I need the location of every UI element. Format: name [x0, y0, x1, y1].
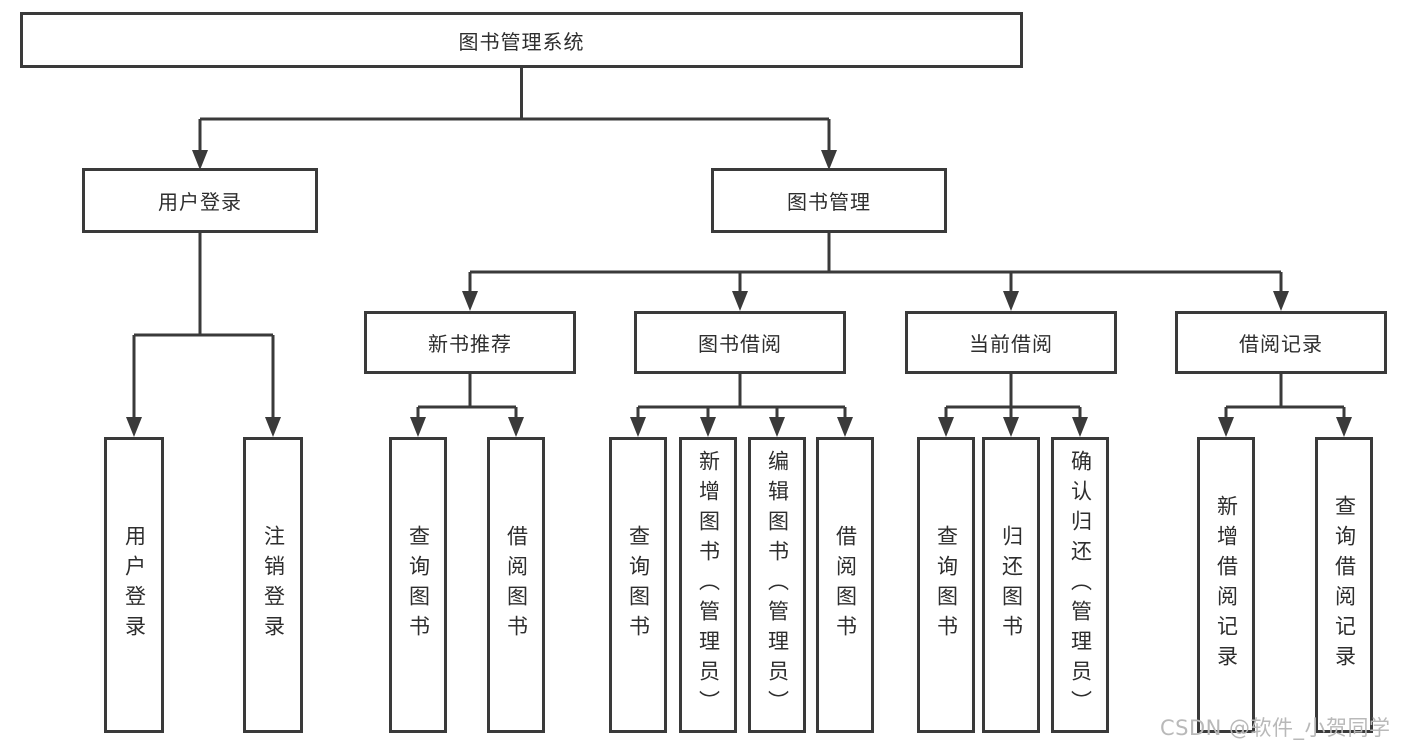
leaf-bb-add-books-admin: 新增图书（管理员）: [679, 437, 737, 733]
edge-new-book-branch: [416, 374, 518, 419]
node-label: 新增借阅记录: [1214, 495, 1239, 675]
arrowhead-icon: [265, 417, 281, 437]
node-label: 新增图书（管理员）: [696, 450, 721, 720]
arrowhead-icon: [410, 417, 426, 437]
leaf-br-query-borrow-record: 查询借阅记录: [1315, 437, 1373, 733]
arrowhead-icon: [1003, 291, 1019, 311]
node-book-management: 图书管理: [711, 168, 947, 233]
leaf-bb-query-books: 查询图书: [609, 437, 667, 733]
arrowhead-icon: [462, 291, 478, 311]
arrowhead-icon: [630, 417, 646, 437]
leaf-bb-borrow-books: 借阅图书: [816, 437, 874, 733]
node-label: 查询图书: [406, 525, 431, 645]
leaf-nb-borrow-books: 借阅图书: [487, 437, 545, 733]
edge-root-branch: [198, 68, 831, 152]
node-book-borrowing: 图书借阅: [634, 311, 846, 374]
leaf-bb-edit-books-admin: 编辑图书（管理员）: [748, 437, 806, 733]
arrowhead-icon: [508, 417, 524, 437]
node-label: 确认归还（管理员）: [1068, 450, 1093, 720]
arrowhead-icon: [938, 417, 954, 437]
arrowhead-icon: [1336, 417, 1352, 437]
node-label: 用户登录: [122, 525, 147, 645]
edge-book-borrowing-branch: [636, 374, 847, 419]
node-label: 编辑图书（管理员）: [765, 450, 790, 720]
arrowhead-icon: [1072, 417, 1088, 437]
leaf-nb-query-books: 查询图书: [389, 437, 447, 733]
arrowhead-icon: [192, 150, 208, 170]
csdn-watermark: CSDN @软件_小贺同学: [1160, 716, 1391, 740]
edge-book-management-branch: [468, 233, 1283, 293]
leaf-cb-return-books: 归还图书: [982, 437, 1040, 733]
node-label: 查询借阅记录: [1332, 495, 1357, 675]
node-label: 借阅图书: [833, 525, 858, 645]
arrowhead-icon: [769, 417, 785, 437]
arrowhead-icon: [1003, 417, 1019, 437]
leaf-cb-query-books: 查询图书: [917, 437, 975, 733]
edge-borrowing-records-branch: [1224, 374, 1346, 419]
arrowhead-icon: [1218, 417, 1234, 437]
arrowhead-icon: [1273, 291, 1289, 311]
arrowhead-icon: [837, 417, 853, 437]
leaf-cb-confirm-return-admin: 确认归还（管理员）: [1051, 437, 1109, 733]
node-borrowing-records: 借阅记录: [1175, 311, 1387, 374]
node-label: 查询图书: [934, 525, 959, 645]
arrowhead-icon: [821, 150, 837, 170]
leaf-logout-login: 注销登录: [243, 437, 303, 733]
edge-user-login-branch: [132, 233, 275, 419]
arrowhead-icon: [700, 417, 716, 437]
node-root: 图书管理系统: [20, 12, 1023, 68]
node-label: 注销登录: [261, 525, 286, 645]
node-label: 借阅图书: [504, 525, 529, 645]
node-label: 归还图书: [999, 525, 1024, 645]
edge-current-borrowing-branch: [944, 374, 1082, 419]
arrowheads: [126, 150, 1352, 437]
node-label: 查询图书: [626, 525, 651, 645]
arrowhead-icon: [732, 291, 748, 311]
arrowhead-icon: [126, 417, 142, 437]
tree-edges: [132, 68, 1346, 419]
node-user-login: 用户登录: [82, 168, 318, 233]
leaf-user-login: 用户登录: [104, 437, 164, 733]
node-current-borrowing: 当前借阅: [905, 311, 1117, 374]
node-new-book-recommendation: 新书推荐: [364, 311, 576, 374]
leaf-br-add-borrow-record: 新增借阅记录: [1197, 437, 1255, 733]
